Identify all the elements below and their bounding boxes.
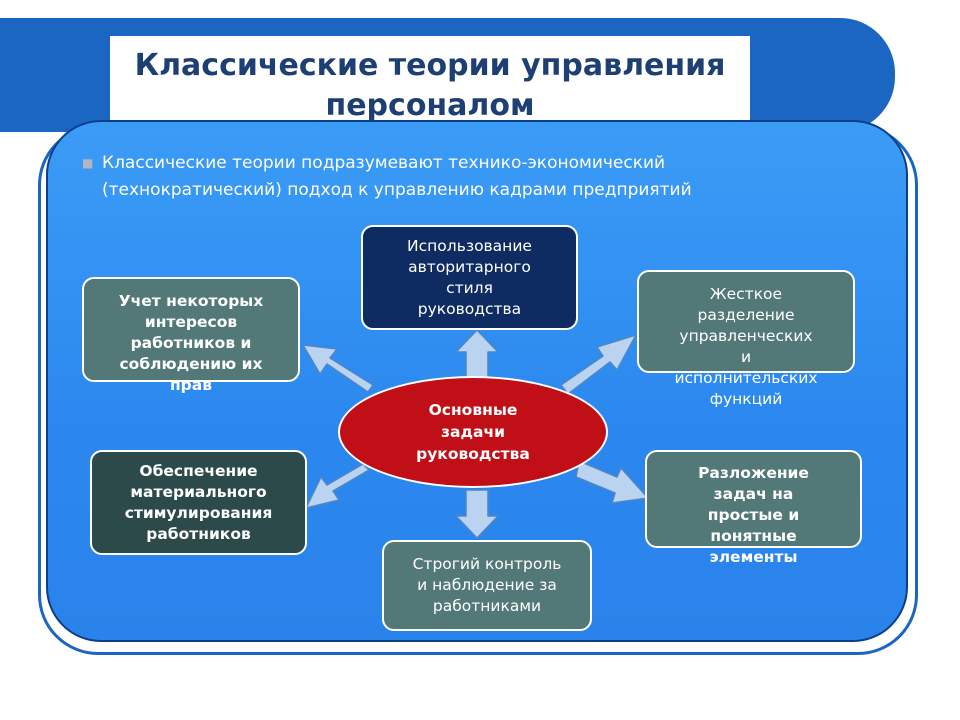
box-separation-of-functions: Жесткое разделение управленческих и испо… <box>637 270 855 408</box>
box-line: простые и <box>707 506 800 524</box>
center-line: руководства <box>416 445 530 463</box>
box-line: интересов <box>144 313 238 331</box>
box-line: и <box>740 348 752 366</box>
box-line: стиля <box>446 278 493 297</box>
bullet-paragraph: ■ Классические теории подразумевают техн… <box>82 150 882 204</box>
box-line: руководства <box>417 299 522 318</box>
arrow-up-icon <box>455 329 499 379</box>
box-authoritarian-style: Использование авторитарного стиля руково… <box>361 225 578 330</box>
box-line: работников и <box>130 334 252 352</box>
box-line: работниками <box>432 597 542 615</box>
bullet-square-icon: ■ <box>82 156 94 170</box>
box-line: Учет некоторых <box>118 292 264 310</box>
box-line: разделение <box>697 306 795 324</box>
arrow-up-right-icon <box>560 334 637 395</box>
title-background <box>110 36 750 120</box>
box-task-decomposition: Разложение задач на простые и понятные э… <box>645 450 862 566</box>
box-line: Обеспечение <box>139 461 258 480</box>
page-title: Классические теории управления персонало… <box>0 46 860 126</box>
arrow-down-right-icon <box>575 460 649 504</box>
box-line: управленческих <box>679 327 813 345</box>
bullet-line-1: Классические теории подразумевают техник… <box>102 153 666 173</box>
box-line: исполнительских <box>674 369 818 387</box>
box-line: Строгий контроль <box>412 555 562 573</box>
title-line-1: Классические теории управления <box>134 48 726 83</box>
arrow-down-icon <box>455 489 499 539</box>
box-line: элементы <box>709 548 798 566</box>
box-strict-control: Строгий контроль и наблюдение за работни… <box>382 540 592 631</box>
box-line: авторитарного <box>408 257 531 276</box>
box-line: Жесткое <box>709 285 783 303</box>
box-line: понятные <box>710 527 797 545</box>
box-line: материального <box>130 482 267 501</box>
box-employee-interests: Учет некоторых интересов работников и со… <box>82 277 300 394</box>
arrow-up-left-icon <box>302 344 374 393</box>
arrow-down-left-icon <box>305 463 370 509</box>
bullet-line-2: (технократический) подход к управлению к… <box>102 180 692 200</box>
box-line: функций <box>709 390 783 408</box>
box-line: и наблюдение за <box>417 576 557 594</box>
box-line: стимулирования <box>124 503 273 522</box>
box-line: Разложение <box>698 464 809 482</box>
box-line: задач на <box>713 485 794 503</box>
center-goal-ellipse: Основные задачи руководства <box>338 376 608 488</box>
box-line: прав <box>169 376 213 394</box>
box-material-incentives: Обеспечение материального стимулирования… <box>90 450 307 555</box>
center-line: задачи <box>441 423 505 441</box>
box-line: Использование <box>407 236 532 255</box>
box-line: работников <box>146 524 251 543</box>
center-line: Основные <box>428 401 518 419</box>
box-line: соблюдению их <box>119 355 263 373</box>
title-line-2: персоналом <box>325 88 535 123</box>
